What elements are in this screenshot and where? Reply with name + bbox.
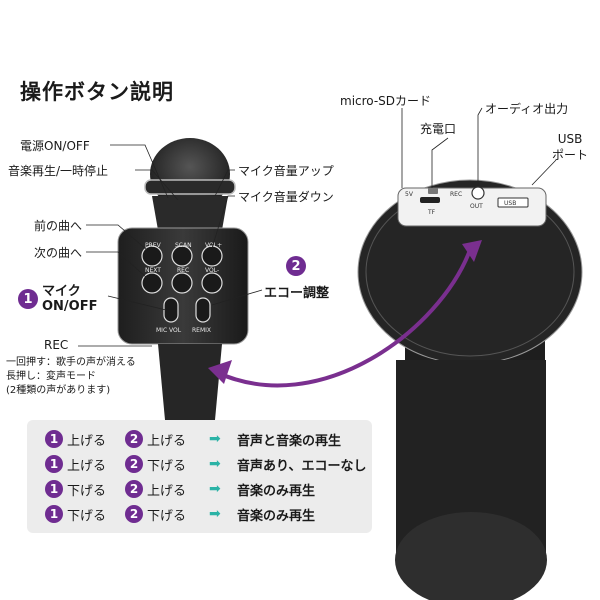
- vol-down-button[interactable]: [201, 272, 223, 294]
- usb-port: [497, 197, 529, 208]
- audio-jack: [471, 186, 485, 200]
- port-icon-tf: TF: [427, 209, 436, 216]
- label-vol-up: マイク音量アップ: [238, 164, 334, 178]
- row-word-2: 上げる: [147, 483, 187, 499]
- row-num-2: 2: [125, 480, 143, 498]
- row-num-2: 2: [125, 455, 143, 473]
- rec-note-line2: 長押し：変声モード: [6, 371, 96, 382]
- label-vol-down: マイク音量ダウン: [238, 190, 334, 204]
- rec-note-line3: (2種類の声があります): [6, 385, 111, 396]
- label-next: 次の曲へ: [34, 246, 83, 260]
- row-num-1: 1: [45, 480, 63, 498]
- mic-vol-slider[interactable]: [163, 297, 179, 323]
- row-word-2: 下げる: [147, 458, 187, 474]
- rec-note: 一回押す：歌手の声が消える 長押し：変声モード (2種類の声があります): [6, 356, 136, 398]
- mic-handle: [158, 344, 222, 420]
- prev-button[interactable]: [141, 245, 163, 267]
- callout-mic-line2: ON/OFF: [42, 299, 98, 314]
- row-num-2: 2: [125, 505, 143, 523]
- table-row: 1 下げる 2 上げる ➡ 音楽のみ再生: [45, 478, 315, 500]
- row-word-1: 上げる: [67, 433, 107, 449]
- scan-button[interactable]: [171, 245, 193, 267]
- remix-slider[interactable]: [195, 297, 211, 323]
- rec-button[interactable]: [171, 272, 193, 294]
- rear-mic-bottom: [395, 512, 547, 600]
- callout-mic-line1: マイク: [42, 284, 81, 299]
- row-result: 音楽のみ再生: [237, 508, 316, 524]
- port-icon-usb: USB: [504, 200, 516, 207]
- leader-lines: [78, 144, 263, 347]
- label-power: 電源ON/OFF: [20, 139, 90, 153]
- label-usb: USB ポート: [552, 132, 588, 163]
- btn-label-next: NEXT: [145, 267, 161, 274]
- row-result: 音声あり、エコーなし: [237, 458, 367, 474]
- row-result: 音声と音楽の再生: [237, 433, 342, 449]
- port-icon-out: OUT: [470, 203, 483, 210]
- btn-label-volup: VOL+: [205, 242, 222, 249]
- rec-note-line1: 一回押す：歌手の声が消える: [6, 357, 136, 368]
- table-row: 1 上げる 2 下げる ➡ 音声あり、エコーなし: [45, 453, 366, 475]
- btn-label-remix: REMIX: [192, 327, 211, 334]
- btn-label-voldown: VOL-: [205, 267, 219, 274]
- label-usb-line2: ポート: [552, 148, 589, 162]
- right-arrow-icon: ➡: [209, 456, 221, 472]
- vol-up-button[interactable]: [201, 245, 223, 267]
- label-sd: micro-SDカード: [340, 94, 432, 108]
- connector-arrow: [215, 249, 472, 388]
- arrow-head-left: [208, 360, 232, 384]
- callout-mic: 1 マイク ON/OFF: [18, 284, 98, 314]
- right-arrow-icon: ➡: [209, 431, 221, 447]
- row-word-1: 下げる: [67, 483, 107, 499]
- btn-label-rec: REC: [177, 267, 189, 274]
- row-word-1: 上げる: [67, 458, 107, 474]
- row-word-2: 下げる: [147, 508, 187, 524]
- rear-mic: 5V REC OUT TF USB: [357, 179, 583, 600]
- label-audio: オーディオ出力: [485, 102, 569, 116]
- btn-label-prev: PREV: [145, 242, 162, 249]
- port-leader-lines: [401, 107, 557, 188]
- table-row: 1 上げる 2 上げる ➡ 音声と音楽の再生: [45, 428, 341, 450]
- page-title: 操作ボタン説明: [20, 80, 174, 104]
- row-num-1: 1: [45, 455, 63, 473]
- row-num-1: 1: [45, 505, 63, 523]
- mic-neck: [152, 196, 228, 230]
- row-result: 音楽のみ再生: [237, 483, 316, 499]
- table-row: 1 下げる 2 下げる ➡ 音楽のみ再生: [45, 503, 315, 525]
- mic-ring: [144, 179, 236, 195]
- row-num-1: 1: [45, 430, 63, 448]
- settings-table: 1 上げる 2 上げる ➡ 音声と音楽の再生 1 上げる 2 下げる ➡ 音声あ…: [27, 420, 372, 533]
- callout-number-2: 2: [286, 256, 306, 276]
- label-play-pause: 音楽再生/一時停止: [8, 164, 109, 178]
- right-arrow-icon: ➡: [209, 506, 221, 522]
- front-mic: PREV SCAN VOL+ NEXT REC VOL- MIC VOL REM…: [117, 138, 249, 420]
- charge-port: [428, 188, 438, 194]
- row-word-1: 下げる: [67, 508, 107, 524]
- label-charge: 充電口: [420, 122, 457, 136]
- label-prev: 前の曲へ: [34, 219, 83, 233]
- right-arrow-icon: ➡: [209, 481, 221, 497]
- callout-number-1: 1: [18, 289, 38, 309]
- port-icon-5v: 5V: [405, 191, 414, 198]
- callout-echo: エコー調整: [264, 286, 330, 301]
- row-num-2: 2: [125, 430, 143, 448]
- btn-label-scan: SCAN: [175, 242, 192, 249]
- btn-label-micvol: MIC VOL: [156, 327, 182, 334]
- sd-slot: [420, 197, 440, 203]
- arrow-head-right: [462, 240, 482, 262]
- label-usb-line1: USB: [557, 132, 583, 146]
- port-icon-rec: REC: [450, 191, 462, 198]
- label-rec: REC: [44, 338, 69, 352]
- row-word-2: 上げる: [147, 433, 187, 449]
